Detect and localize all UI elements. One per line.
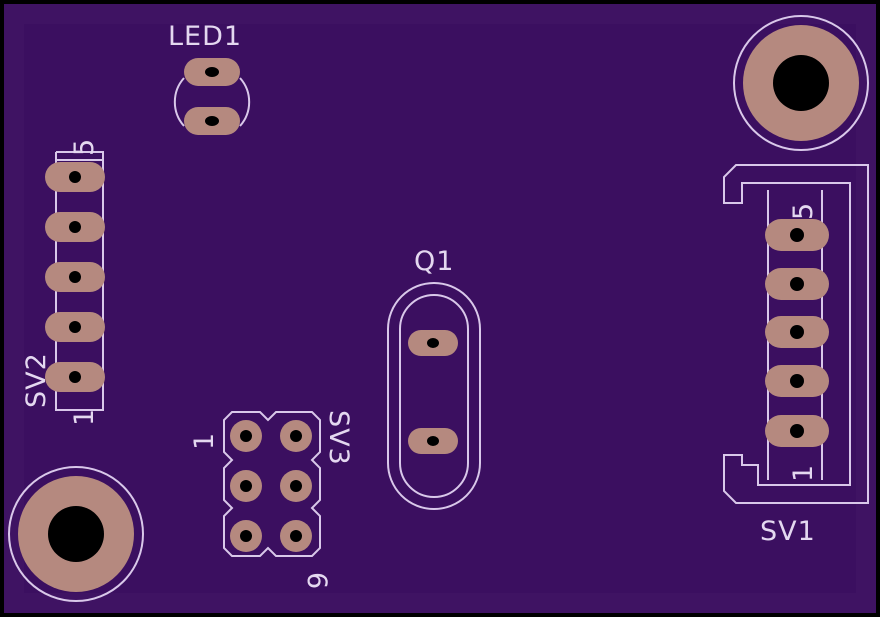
sv3-label: SV3 — [323, 410, 354, 466]
q1-component: Q1 — [387, 246, 481, 510]
led1-component: LED1 — [168, 21, 251, 135]
sv3-component: 1 6 SV3 — [189, 410, 354, 590]
q1-label: Q1 — [414, 246, 454, 277]
sv3-pin-last-label: 6 — [301, 572, 332, 590]
sv2-component: 5 1 SV2 — [21, 138, 105, 426]
sv1-pin-last-label: 5 — [788, 202, 819, 220]
sv2-pin-last-label: 5 — [69, 138, 100, 156]
sv1-pins — [765, 219, 829, 447]
sv1-label: SV1 — [760, 516, 816, 547]
sv3-pins — [230, 420, 312, 552]
led1-label: LED1 — [168, 21, 242, 52]
mounting-hole-bottom-left — [8, 466, 144, 602]
sv1-component: 5 1 SV1 — [723, 164, 869, 547]
sv3-pin-first-label: 1 — [189, 432, 220, 450]
sv2-pins — [45, 162, 105, 392]
sv2-pin-first-label: 1 — [69, 408, 100, 426]
sv1-pin-first-label: 1 — [788, 464, 819, 482]
board-substrate — [24, 24, 856, 593]
mounting-hole-top-right — [733, 15, 869, 151]
